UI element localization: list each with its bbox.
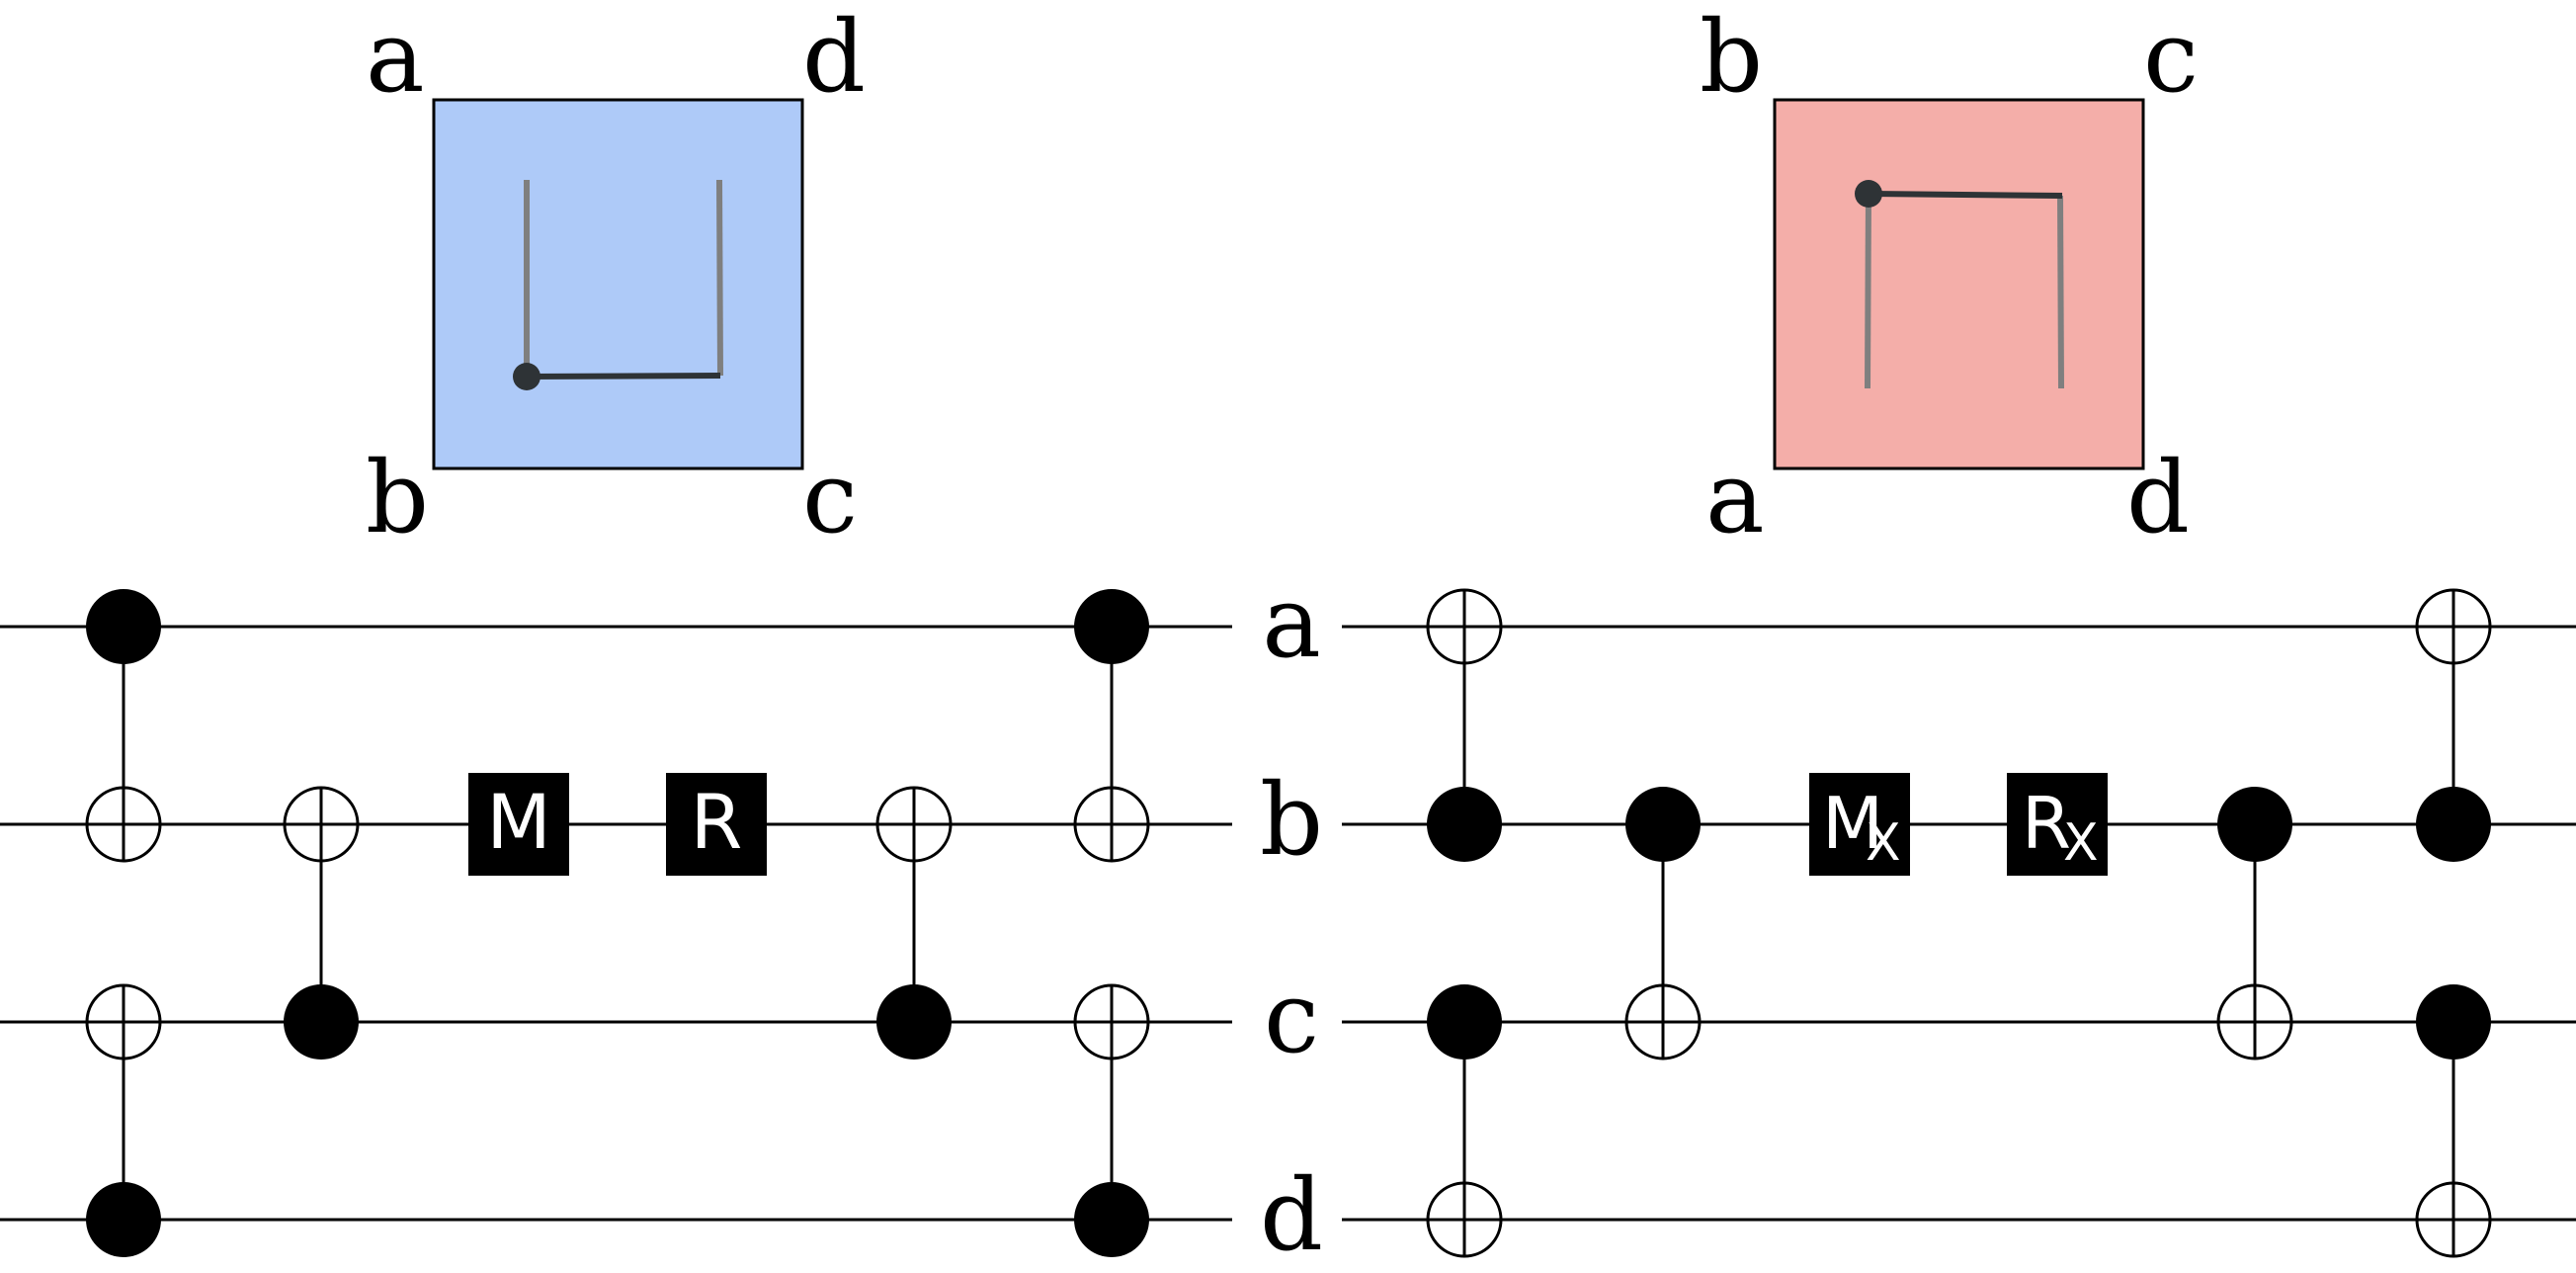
right-plaquette-label-bottom-left: a — [1705, 440, 1765, 555]
cnot-gate — [1073, 589, 1150, 863]
target-oplus — [85, 983, 162, 1061]
qubit-label-b: b — [1260, 762, 1323, 878]
cnot-gate — [2415, 984, 2492, 1258]
reset-gate: R — [666, 773, 767, 876]
qubit-label-d: d — [1260, 1157, 1323, 1268]
reset-x-gate: R X — [2007, 773, 2108, 876]
cnot-gate — [1624, 787, 1702, 1061]
target-oplus — [1426, 1181, 1503, 1258]
control-dot — [1074, 1182, 1149, 1257]
target-oplus — [283, 786, 360, 863]
reset-x-gate-label: R — [2022, 782, 2071, 865]
control-dot — [86, 589, 161, 664]
control-dot — [1074, 589, 1149, 664]
cnot-gate — [875, 786, 953, 1060]
control-dot — [2416, 984, 2491, 1060]
target-oplus — [1073, 786, 1150, 863]
left-plaquette-edge-bc — [526, 373, 721, 380]
left-plaquette-edge-d — [716, 179, 723, 377]
measure-x-gate-subscript: X — [1866, 813, 1901, 873]
qubit-label-a: a — [1262, 564, 1321, 680]
target-oplus — [2415, 1181, 2492, 1258]
right-plaquette-ancilla-dot — [1855, 180, 1882, 208]
left-circuit: M R — [0, 589, 1232, 1257]
measure-gate: M — [468, 773, 569, 876]
control-dot — [876, 984, 952, 1060]
cnot-gate — [1426, 984, 1503, 1258]
cnot-gate — [85, 589, 162, 863]
target-oplus — [2415, 588, 2492, 665]
target-oplus — [1073, 983, 1150, 1061]
right-plaquette-label-top-left: b — [1700, 0, 1763, 115]
reset-gate-label: R — [691, 778, 743, 866]
left-plaquette-label-top-right: d — [802, 0, 866, 115]
control-dot — [86, 1182, 161, 1257]
left-plaquette-label-bottom-right: c — [802, 440, 858, 555]
right-plaquette-square — [1773, 98, 2145, 470]
right-plaquette: b c a d — [1700, 0, 2199, 555]
qubit-labels: a b c d — [1260, 564, 1323, 1273]
measure-x-gate-label: M — [1822, 782, 1883, 865]
cnot-gate — [283, 786, 360, 1060]
control-dot — [1427, 984, 1502, 1060]
measure-x-gate: M X — [1809, 773, 1910, 876]
target-oplus — [85, 786, 162, 863]
cnot-gate — [85, 983, 162, 1257]
left-plaquette: a d b c — [366, 0, 866, 555]
control-dot — [2416, 787, 2491, 862]
left-plaquette-ancilla-dot — [513, 363, 540, 390]
cnot-gate — [2415, 588, 2492, 862]
left-plaquette-label-top-left: a — [366, 0, 425, 115]
right-plaquette-label-bottom-right: d — [2126, 440, 2190, 555]
control-dot — [1427, 787, 1502, 862]
right-plaquette-label-top-right: c — [2143, 0, 2199, 115]
cnot-gate — [2216, 787, 2293, 1061]
target-oplus — [2216, 983, 2293, 1061]
measure-gate-label: M — [486, 778, 551, 866]
control-dot — [1625, 787, 1701, 862]
right-plaquette-edge-a — [1865, 193, 1871, 389]
cnot-gate — [1426, 588, 1503, 862]
control-dot — [284, 984, 359, 1060]
right-plaquette-edge-bc — [1868, 191, 2063, 199]
cnot-gate — [1073, 983, 1150, 1257]
left-plaquette-square — [432, 98, 804, 470]
right-circuit: M X R X — [1342, 588, 2576, 1258]
right-plaquette-edge-d — [2057, 195, 2064, 389]
control-dot — [2217, 787, 2292, 862]
target-oplus — [1624, 983, 1702, 1061]
qubit-label-c: c — [1264, 960, 1319, 1075]
reset-x-gate-subscript: X — [2063, 813, 2099, 873]
left-plaquette-label-bottom-left: b — [366, 440, 429, 555]
target-oplus — [1426, 588, 1503, 665]
target-oplus — [875, 786, 953, 863]
